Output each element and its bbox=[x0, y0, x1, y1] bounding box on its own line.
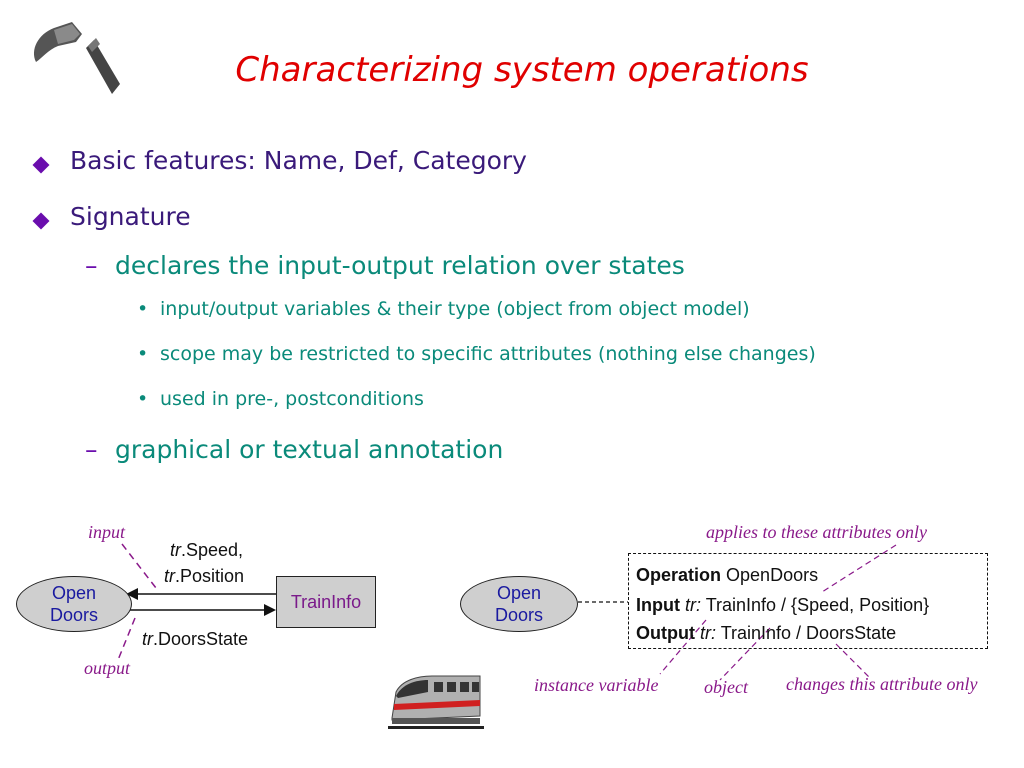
input-annotation: input bbox=[88, 522, 126, 542]
bullet-signature: Signature bbox=[70, 202, 191, 231]
ellipse-line1: Open bbox=[51, 583, 97, 603]
position-label: tr.Position bbox=[164, 566, 245, 586]
sub-bullet-graphical: graphical or textual annotation bbox=[115, 435, 504, 464]
ellipse-line2: Doors bbox=[49, 605, 98, 625]
diamond-bullet-icon bbox=[32, 156, 50, 174]
traininfo-box: TrainInfo bbox=[276, 576, 376, 628]
sub-sub-bullet: scope may be restricted to specific attr… bbox=[160, 343, 816, 365]
output-line: Output tr: TrainInfo / DoorsState bbox=[636, 623, 897, 643]
operation-line: Operation OpenDoors bbox=[636, 565, 819, 585]
dash-marker: – bbox=[85, 435, 98, 464]
hammer-icon bbox=[34, 22, 120, 94]
dot-marker: • bbox=[137, 298, 149, 320]
applies-annotation: applies to these attributes only bbox=[706, 522, 927, 542]
doorsstate-label: tr.DoorsState bbox=[142, 629, 249, 649]
dot-marker: • bbox=[137, 343, 149, 365]
object-annotation: object bbox=[704, 677, 748, 697]
operation-spec-box bbox=[628, 553, 988, 649]
diamond-bullet-icon bbox=[32, 212, 50, 230]
dot-marker: • bbox=[137, 388, 149, 410]
dash-marker: – bbox=[85, 251, 98, 280]
ellipse-line2: Doors bbox=[494, 605, 543, 625]
bullet-basic-features: Basic features: Name, Def, Category bbox=[70, 146, 527, 175]
sub-sub-bullet: used in pre-, postconditions bbox=[160, 388, 424, 410]
slide-title: Characterizing system operations bbox=[235, 50, 809, 90]
output-annotation: output bbox=[84, 658, 131, 678]
instance-variable-annotation: instance variable bbox=[534, 675, 659, 695]
sub-sub-bullet: input/output variables & their type (obj… bbox=[160, 298, 750, 320]
speed-label: tr.Speed, bbox=[170, 540, 244, 560]
train-icon bbox=[388, 675, 484, 729]
input-line: Input tr: TrainInfo / {Speed, Position} bbox=[636, 595, 930, 615]
changes-annotation: changes this attribute only bbox=[786, 674, 978, 694]
sub-bullet-declares: declares the input-output relation over … bbox=[115, 251, 685, 280]
ellipse-line1: Open bbox=[496, 583, 542, 603]
